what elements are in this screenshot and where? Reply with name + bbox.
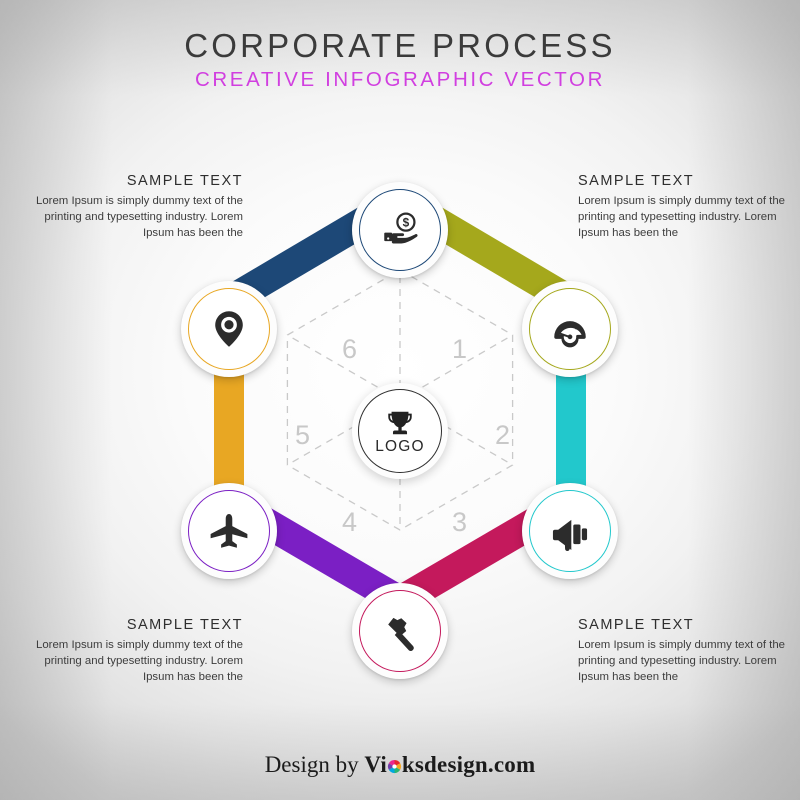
text-block-bottom-right: SAMPLE TEXT Lorem Ipsum is simply dummy … [578, 617, 793, 686]
map-pin-icon [215, 311, 243, 347]
brand-part-1: Vi [364, 752, 387, 777]
header: CORPORATE PROCESS CREATIVE INFOGRAPHIC V… [0, 27, 800, 92]
process-node-3[interactable] [522, 483, 618, 579]
sample-text-body: Lorem Ipsum is simply dummy text of the … [578, 639, 785, 684]
node-ring [529, 288, 611, 370]
sector-number-3: 3 [452, 507, 468, 537]
node-ring: $ [359, 189, 441, 271]
sample-text-heading: SAMPLE TEXT [126, 173, 243, 189]
node-ring [359, 590, 441, 672]
trophy-icon [388, 411, 412, 434]
pinwheel-logo-icon [387, 759, 401, 774]
text-block-bottom-left: SAMPLE TEXT Lorem Ipsum is simply dummy … [28, 617, 243, 686]
sector-number-5: 5 [295, 420, 311, 450]
footer-credit: Design by Vi ksdesign.com [0, 752, 800, 778]
svg-text:$: $ [403, 216, 410, 230]
text-block-top-right: SAMPLE TEXT Lorem Ipsum is simply dummy … [578, 173, 793, 242]
process-node-4[interactable] [352, 583, 448, 679]
node-ring [188, 490, 270, 572]
brand-part-2: ksdesign.com [401, 752, 536, 777]
process-node-2[interactable] [522, 281, 618, 377]
airplane-icon [210, 513, 248, 548]
megaphone-icon [552, 519, 588, 552]
sample-text-body: Lorem Ipsum is simply dummy text of the … [36, 639, 243, 684]
sample-text-heading: SAMPLE TEXT [126, 617, 243, 633]
sector-number-1: 1 [452, 334, 468, 364]
hammer-icon [388, 617, 414, 651]
page-title: CORPORATE PROCESS [184, 27, 616, 64]
text-block-top-left: SAMPLE TEXT Lorem Ipsum is simply dummy … [28, 173, 243, 242]
sample-text-body: Lorem Ipsum is simply dummy text of the … [578, 195, 785, 240]
sector-number-6: 6 [342, 334, 358, 364]
process-node-5[interactable] [181, 483, 277, 579]
page-subtitle: CREATIVE INFOGRAPHIC VECTOR [194, 67, 605, 91]
sample-text-body: Lorem Ipsum is simply dummy text of the … [36, 195, 243, 240]
logo-ring: LOGO [358, 389, 442, 473]
speedometer-icon [554, 321, 586, 348]
center-logo[interactable]: LOGO [352, 383, 448, 479]
node-ring [188, 288, 270, 370]
footer-brand[interactable]: Vi ksdesign.com [364, 752, 535, 777]
footer-prefix: Design by [264, 752, 365, 777]
sector-number-2: 2 [495, 420, 511, 450]
hand-holding-money-icon: $ [384, 212, 418, 244]
logo-label: LOGO [375, 437, 425, 455]
node-ring [529, 490, 611, 572]
sector-number-4: 4 [342, 507, 358, 537]
process-node-1[interactable]: $ [352, 182, 448, 278]
process-node-6[interactable] [181, 281, 277, 377]
sample-text-heading: SAMPLE TEXT [578, 173, 695, 189]
sample-text-heading: SAMPLE TEXT [578, 617, 695, 633]
